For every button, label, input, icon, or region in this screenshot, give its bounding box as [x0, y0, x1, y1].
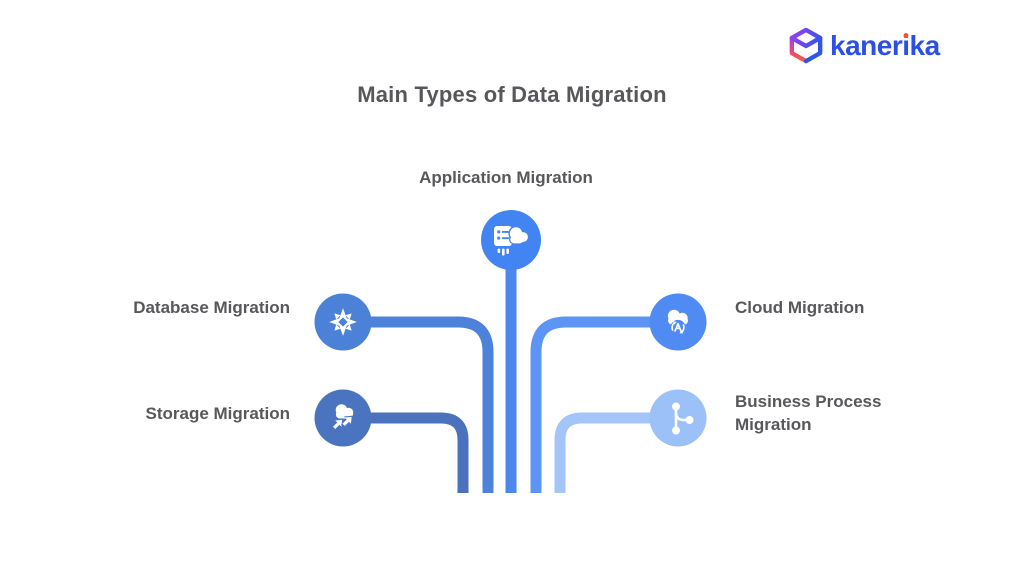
cloud-sync-a-icon	[667, 309, 688, 336]
kanerika-logo: kanerika	[789, 26, 940, 65]
page-title: Main Types of Data Migration	[357, 82, 667, 107]
branch-nodes-icon	[672, 402, 694, 435]
kanerika-cube-icon	[789, 27, 823, 64]
storage-migration-label: Storage Migration	[145, 404, 290, 423]
business-process-migration-label: Business Process Migration	[735, 392, 882, 434]
cloud-connector	[530, 316, 678, 493]
storage-connector	[343, 412, 469, 493]
cloud-upload-arrows-icon	[331, 404, 354, 431]
compass-star-icon	[329, 308, 357, 336]
database-connector	[343, 316, 494, 493]
database-migration-label: Database Migration	[133, 298, 290, 317]
kanerika-wordmark: kanerika	[830, 29, 940, 61]
server-cloud-icon	[494, 225, 530, 256]
business-connector	[554, 412, 678, 493]
database-node	[314, 293, 372, 351]
logo-i-dot: i	[902, 29, 910, 61]
application-migration-label: Application Migration	[419, 168, 593, 187]
cloud-migration-label: Cloud Migration	[735, 298, 865, 317]
